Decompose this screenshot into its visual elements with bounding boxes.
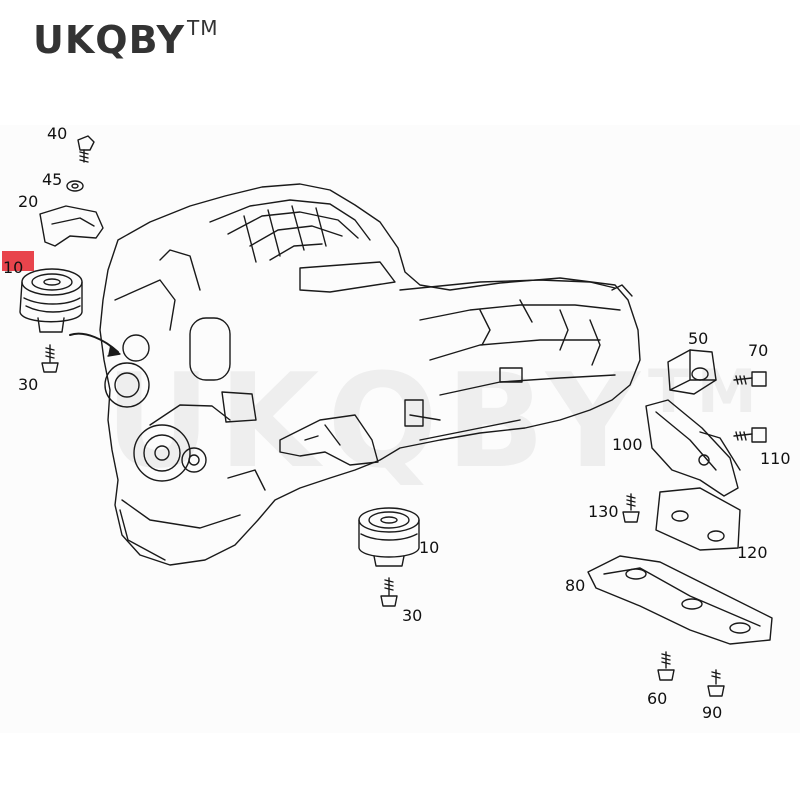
callout-20: 20 [18,192,39,211]
engine-mount-10-center-icon [358,507,420,567]
bolt-40-icon [77,135,95,163]
callout-10-center: 10 [419,538,440,557]
engine-transmission-assembly [69,183,641,566]
washer-45-icon [66,180,84,192]
callout-90: 90 [702,703,723,722]
callout-130: 130 [588,502,619,521]
brand-tm: TM [187,16,219,41]
bolt-60-icon [657,651,675,681]
callout-100: 100 [612,435,643,454]
engine-mount-10-left-icon [19,268,83,333]
transmission-mount-50-icon [667,349,717,395]
callout-120: 120 [737,543,768,562]
bolt-130-icon [622,493,640,523]
bolt-110-icon [733,427,767,443]
callout-70: 70 [748,341,769,360]
callout-45: 45 [42,170,63,189]
callout-110: 110 [760,449,791,468]
callout-80: 80 [565,576,586,595]
mount-plate-120-icon [655,487,741,551]
bolt-90-icon [707,669,725,697]
callout-30-center: 30 [402,606,423,625]
bracket-20-icon [39,205,104,247]
diagram-background [0,125,800,733]
bolt-30-left-icon [41,344,59,373]
bolt-30-center-icon [380,577,398,607]
brand-name: UKQBY [33,18,186,62]
callout-50: 50 [688,329,709,348]
callout-60: 60 [647,689,668,708]
callout-10-left: 10 [2,251,34,277]
bolt-70-icon [733,371,767,387]
callout-40: 40 [47,124,68,143]
callout-30-left: 30 [18,375,39,394]
support-bracket-100-icon [645,399,741,497]
crossmember-80-icon [587,555,773,645]
